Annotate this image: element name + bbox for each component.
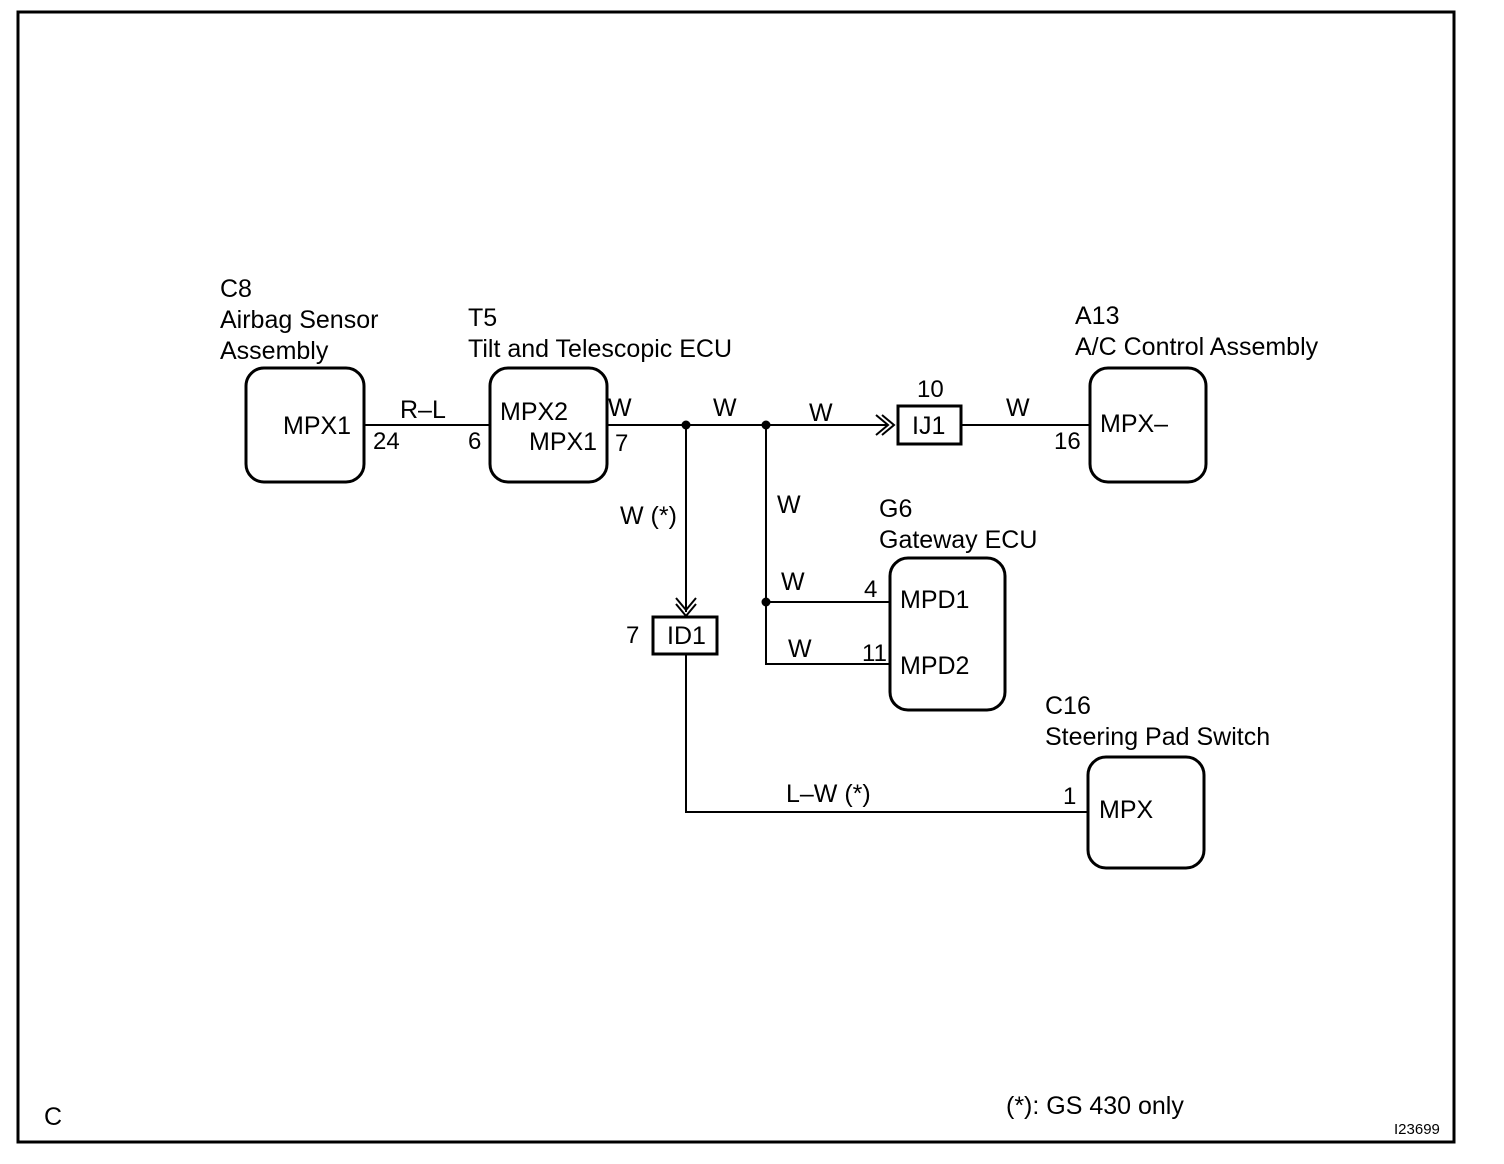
t5-terminal-in: MPX2 [500, 398, 568, 426]
wire-branch-g6 [765, 425, 890, 665]
t5-code: T5 [468, 304, 497, 332]
a13-name: A/C Control Assembly [1075, 333, 1319, 361]
c8-name-line1: Airbag Sensor [220, 306, 378, 334]
component-a13: A13 A/C Control Assembly MPX– 16 [1054, 302, 1319, 484]
a13-pin: 16 [1054, 428, 1081, 455]
ij1-pin: 10 [917, 376, 944, 403]
g6-terminal-1: MPD1 [900, 586, 969, 614]
corner-letter: C [44, 1103, 62, 1131]
wire-t5-out-label: W [608, 394, 632, 422]
g6-name: Gateway ECU [879, 526, 1037, 554]
t5-pin-out: 7 [615, 430, 628, 457]
wire-branch-g6-label: W [777, 491, 801, 519]
g6-terminal-2: MPD2 [900, 652, 969, 680]
a13-code: A13 [1075, 302, 1119, 330]
id1-label: ID1 [667, 622, 706, 650]
id1-connector-arrow-outer [675, 597, 697, 612]
diagram-frame [16, 10, 1456, 1144]
c8-name-line2: Assembly [220, 337, 329, 365]
g6-pin-2: 11 [862, 640, 887, 667]
wire-g6-pin4-label: W [781, 568, 805, 596]
c8-pin: 24 [373, 428, 400, 455]
ij1-label: IJ1 [912, 412, 945, 440]
g6-code: G6 [879, 495, 912, 523]
c16-code: C16 [1045, 692, 1091, 720]
wire-id1-c16-label: L–W (*) [786, 780, 871, 808]
figure-id: I23699 [1394, 1121, 1440, 1138]
c8-terminal: MPX1 [283, 412, 351, 440]
ij1-box [896, 404, 963, 446]
c16-name: Steering Pad Switch [1045, 723, 1270, 751]
t5-terminal-out: MPX1 [529, 428, 597, 456]
connector-id1: ID1 7 [626, 615, 719, 656]
a13-terminal: MPX– [1100, 410, 1168, 438]
component-t5: T5 Tilt and Telescopic ECU MPX2 MPX1 6 7 [468, 304, 732, 484]
g6-pin-1: 4 [864, 576, 877, 603]
component-c16: C16 Steering Pad Switch MPX 1 [1045, 692, 1270, 870]
footnote: (*): GS 430 only [1006, 1092, 1184, 1120]
id1-box [651, 615, 719, 656]
wire-to-ij1-label: W [809, 399, 833, 427]
t5-name: Tilt and Telescopic ECU [468, 335, 732, 363]
t5-pin-in: 6 [468, 428, 481, 455]
c16-pin: 1 [1063, 783, 1076, 810]
wire-ij1-a13-label: W [1006, 394, 1030, 422]
c16-terminal: MPX [1099, 796, 1154, 824]
wire-to-id1-label: W (*) [620, 502, 677, 530]
wire-trunk-label: W [713, 394, 737, 422]
component-g6: G6 Gateway ECU MPD1 MPD2 4 11 [862, 495, 1037, 712]
wire-c8-t5-label: R–L [400, 396, 446, 424]
ij1-connector-arrow-outer [875, 414, 890, 436]
c8-code: C8 [220, 275, 252, 303]
g6-box [888, 556, 1007, 712]
wire-id1-c16 [685, 654, 1088, 813]
id1-pin: 7 [626, 622, 639, 649]
component-c8: C8 Airbag Sensor Assembly MPX1 24 [220, 275, 400, 484]
ij1-connector-arrow-inner [881, 414, 896, 436]
wire-g6-pin11-label: W [788, 635, 812, 663]
connector-ij1: IJ1 10 [896, 376, 963, 446]
